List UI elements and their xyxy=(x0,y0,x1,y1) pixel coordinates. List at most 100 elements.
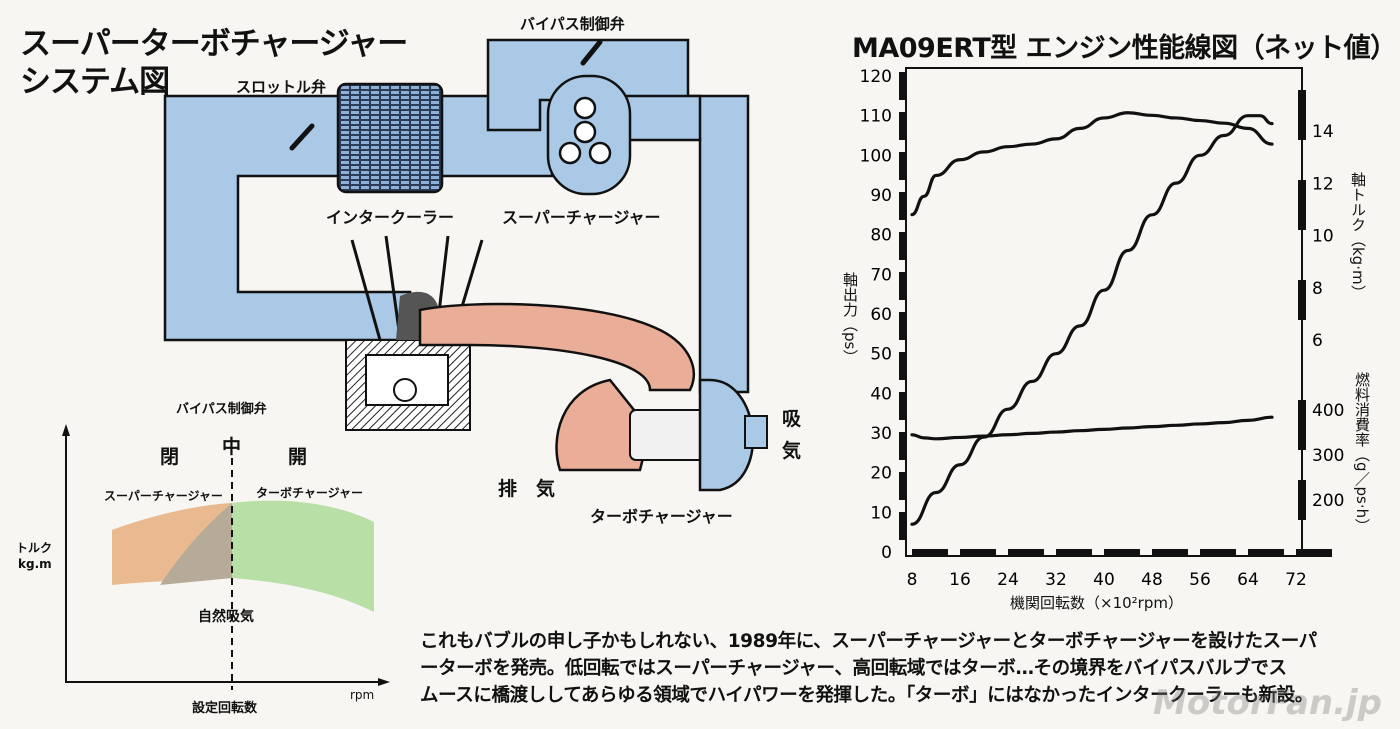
label-supercharger: スーパーチャージャー xyxy=(502,208,661,227)
inset-closed: 閉 xyxy=(160,446,180,468)
inset-title: バイパス制御弁 xyxy=(176,402,267,417)
right-axis-dash xyxy=(1298,90,1306,140)
left-tick-label: 30 xyxy=(870,424,892,444)
fuel-tick-label: 300 xyxy=(1312,446,1344,466)
x-tick-label: 40 xyxy=(1093,570,1115,590)
caption-line3: ムースに橋渡ししてあらゆる領域でハイパワーを発揮した。「ターボ」にはなかったイン… xyxy=(420,685,1313,706)
x-axis-dash xyxy=(1248,549,1284,557)
fuel-tick-label: 400 xyxy=(1312,401,1344,421)
left-axis-dash xyxy=(899,112,907,140)
power-curve xyxy=(910,114,1274,526)
left-tick-label: 60 xyxy=(870,305,892,325)
system-title-line2: システム図 xyxy=(20,64,170,100)
x-axis-dash xyxy=(1056,549,1092,557)
throttle-valve-icon xyxy=(289,123,315,151)
label-bypass-valve: バイパス制御弁 xyxy=(520,15,625,33)
x-tick-label: 48 xyxy=(1141,570,1163,590)
left-tick-label: 10 xyxy=(870,503,892,523)
label-intercooler: インタークーラー xyxy=(326,208,455,227)
label-turbocharger: ターボチャージャー xyxy=(590,507,733,526)
fuel-consumption-curve xyxy=(910,415,1274,441)
inset-overlap-area xyxy=(160,503,232,585)
left-axis-label: 軸出力（ps） xyxy=(841,272,859,365)
x-tick-label: 24 xyxy=(997,570,1019,590)
left-tick-label: 90 xyxy=(870,186,892,206)
intercooler xyxy=(336,82,444,194)
inset-supercharger-label: スーパーチャージャー xyxy=(104,489,223,503)
x-tick-label: 56 xyxy=(1189,570,1211,590)
inset-set-rpm: 設定回転数 xyxy=(192,701,258,716)
inset-xlabel: rpm xyxy=(350,688,375,702)
caption-line1: これもバブルの申し子かもしれない、1989年に、スーパーチャージャーとターボチャ… xyxy=(420,631,1317,652)
chart-title: MA09ERT型 エンジン性能線図（ネット値） xyxy=(852,33,1397,64)
torque-tick-label: 8 xyxy=(1312,279,1323,299)
left-axis-dash xyxy=(899,512,907,540)
x-axis-label: 機関回転数（×10²rpm） xyxy=(1010,594,1183,612)
left-axis-dash xyxy=(899,312,907,340)
inset-middle: 中 xyxy=(222,436,242,458)
supercharger-rotor-icon xyxy=(558,96,612,165)
left-axis-dash xyxy=(899,272,907,300)
turbo-housing xyxy=(555,378,652,472)
left-tick-label: 80 xyxy=(870,226,892,246)
x-tick-label: 32 xyxy=(1045,570,1067,590)
x-axis-dash xyxy=(1152,549,1188,557)
fuel-tick-label: 200 xyxy=(1312,491,1344,511)
inset-ylabel-2: kg.m xyxy=(18,557,52,571)
inset-natural-label: 自然吸気 xyxy=(198,609,254,625)
torque-axis-label: 軸トルク（kg·m） xyxy=(1349,172,1367,300)
inset-open: 開 xyxy=(288,446,308,468)
left-axis-dash xyxy=(899,392,907,420)
label-intake-2: 気 xyxy=(782,440,802,462)
left-axis-dash xyxy=(899,72,907,100)
left-axis-dash xyxy=(899,232,907,260)
x-axis-dash xyxy=(912,549,948,557)
right-axis-dash xyxy=(1298,280,1306,320)
left-tick-label: 20 xyxy=(870,464,892,484)
bypass-valve-icon xyxy=(580,39,603,66)
x-axis-dash xyxy=(1200,549,1236,557)
x-axis-dash xyxy=(1296,549,1332,557)
inset-turbo-area xyxy=(232,500,374,612)
x-tick-label: 72 xyxy=(1285,570,1307,590)
torque-tick-label: 12 xyxy=(1312,174,1334,194)
left-tick-label: 110 xyxy=(860,107,892,127)
x-tick-label: 64 xyxy=(1237,570,1259,590)
right-axis-dash xyxy=(1298,480,1306,520)
left-tick-label: 100 xyxy=(860,146,892,166)
left-axis-dash xyxy=(899,152,907,180)
left-axis-dash xyxy=(899,432,907,460)
torque-tick-label: 10 xyxy=(1312,227,1334,247)
torque-tick-label: 14 xyxy=(1312,122,1334,142)
left-tick-label: 70 xyxy=(870,265,892,285)
x-axis-dash xyxy=(960,549,996,557)
fuel-axis-label: 燃料消費率（g／ps·h） xyxy=(1353,372,1371,534)
left-tick-label: 0 xyxy=(881,543,892,563)
watermark: MotorFan.jp xyxy=(1153,683,1382,723)
system-title-line1: スーパーターボチャージャー xyxy=(20,26,408,62)
left-axis-dash xyxy=(899,192,907,220)
label-throttle-valve: スロットル弁 xyxy=(236,78,327,96)
left-axis-dash xyxy=(899,352,907,380)
left-tick-label: 50 xyxy=(870,345,892,365)
label-intake-1: 吸 xyxy=(782,408,802,430)
left-tick-label: 120 xyxy=(860,67,892,87)
exhaust-pipe xyxy=(418,302,695,392)
right-axis-dash xyxy=(1298,180,1306,230)
x-axis-dash xyxy=(1008,549,1044,557)
x-axis-dash xyxy=(1104,549,1140,557)
inset-turbo-label: ターボチャージャー xyxy=(256,486,364,500)
left-axis-dash xyxy=(899,472,907,500)
x-tick-label: 8 xyxy=(907,570,918,590)
torque-tick-label: 6 xyxy=(1312,331,1323,351)
inset-ylabel-1: トルク xyxy=(16,541,53,555)
caption-line2: ーターボを発売。低回転ではスーパーチャージャー、高回転域ではターボ…その境界をバ… xyxy=(420,658,1287,679)
left-tick-label: 40 xyxy=(870,384,892,404)
intake-ducts xyxy=(163,38,750,394)
chart-frame xyxy=(905,67,1303,557)
torque-curve xyxy=(910,111,1274,217)
label-exhaust: 排 気 xyxy=(498,478,556,500)
